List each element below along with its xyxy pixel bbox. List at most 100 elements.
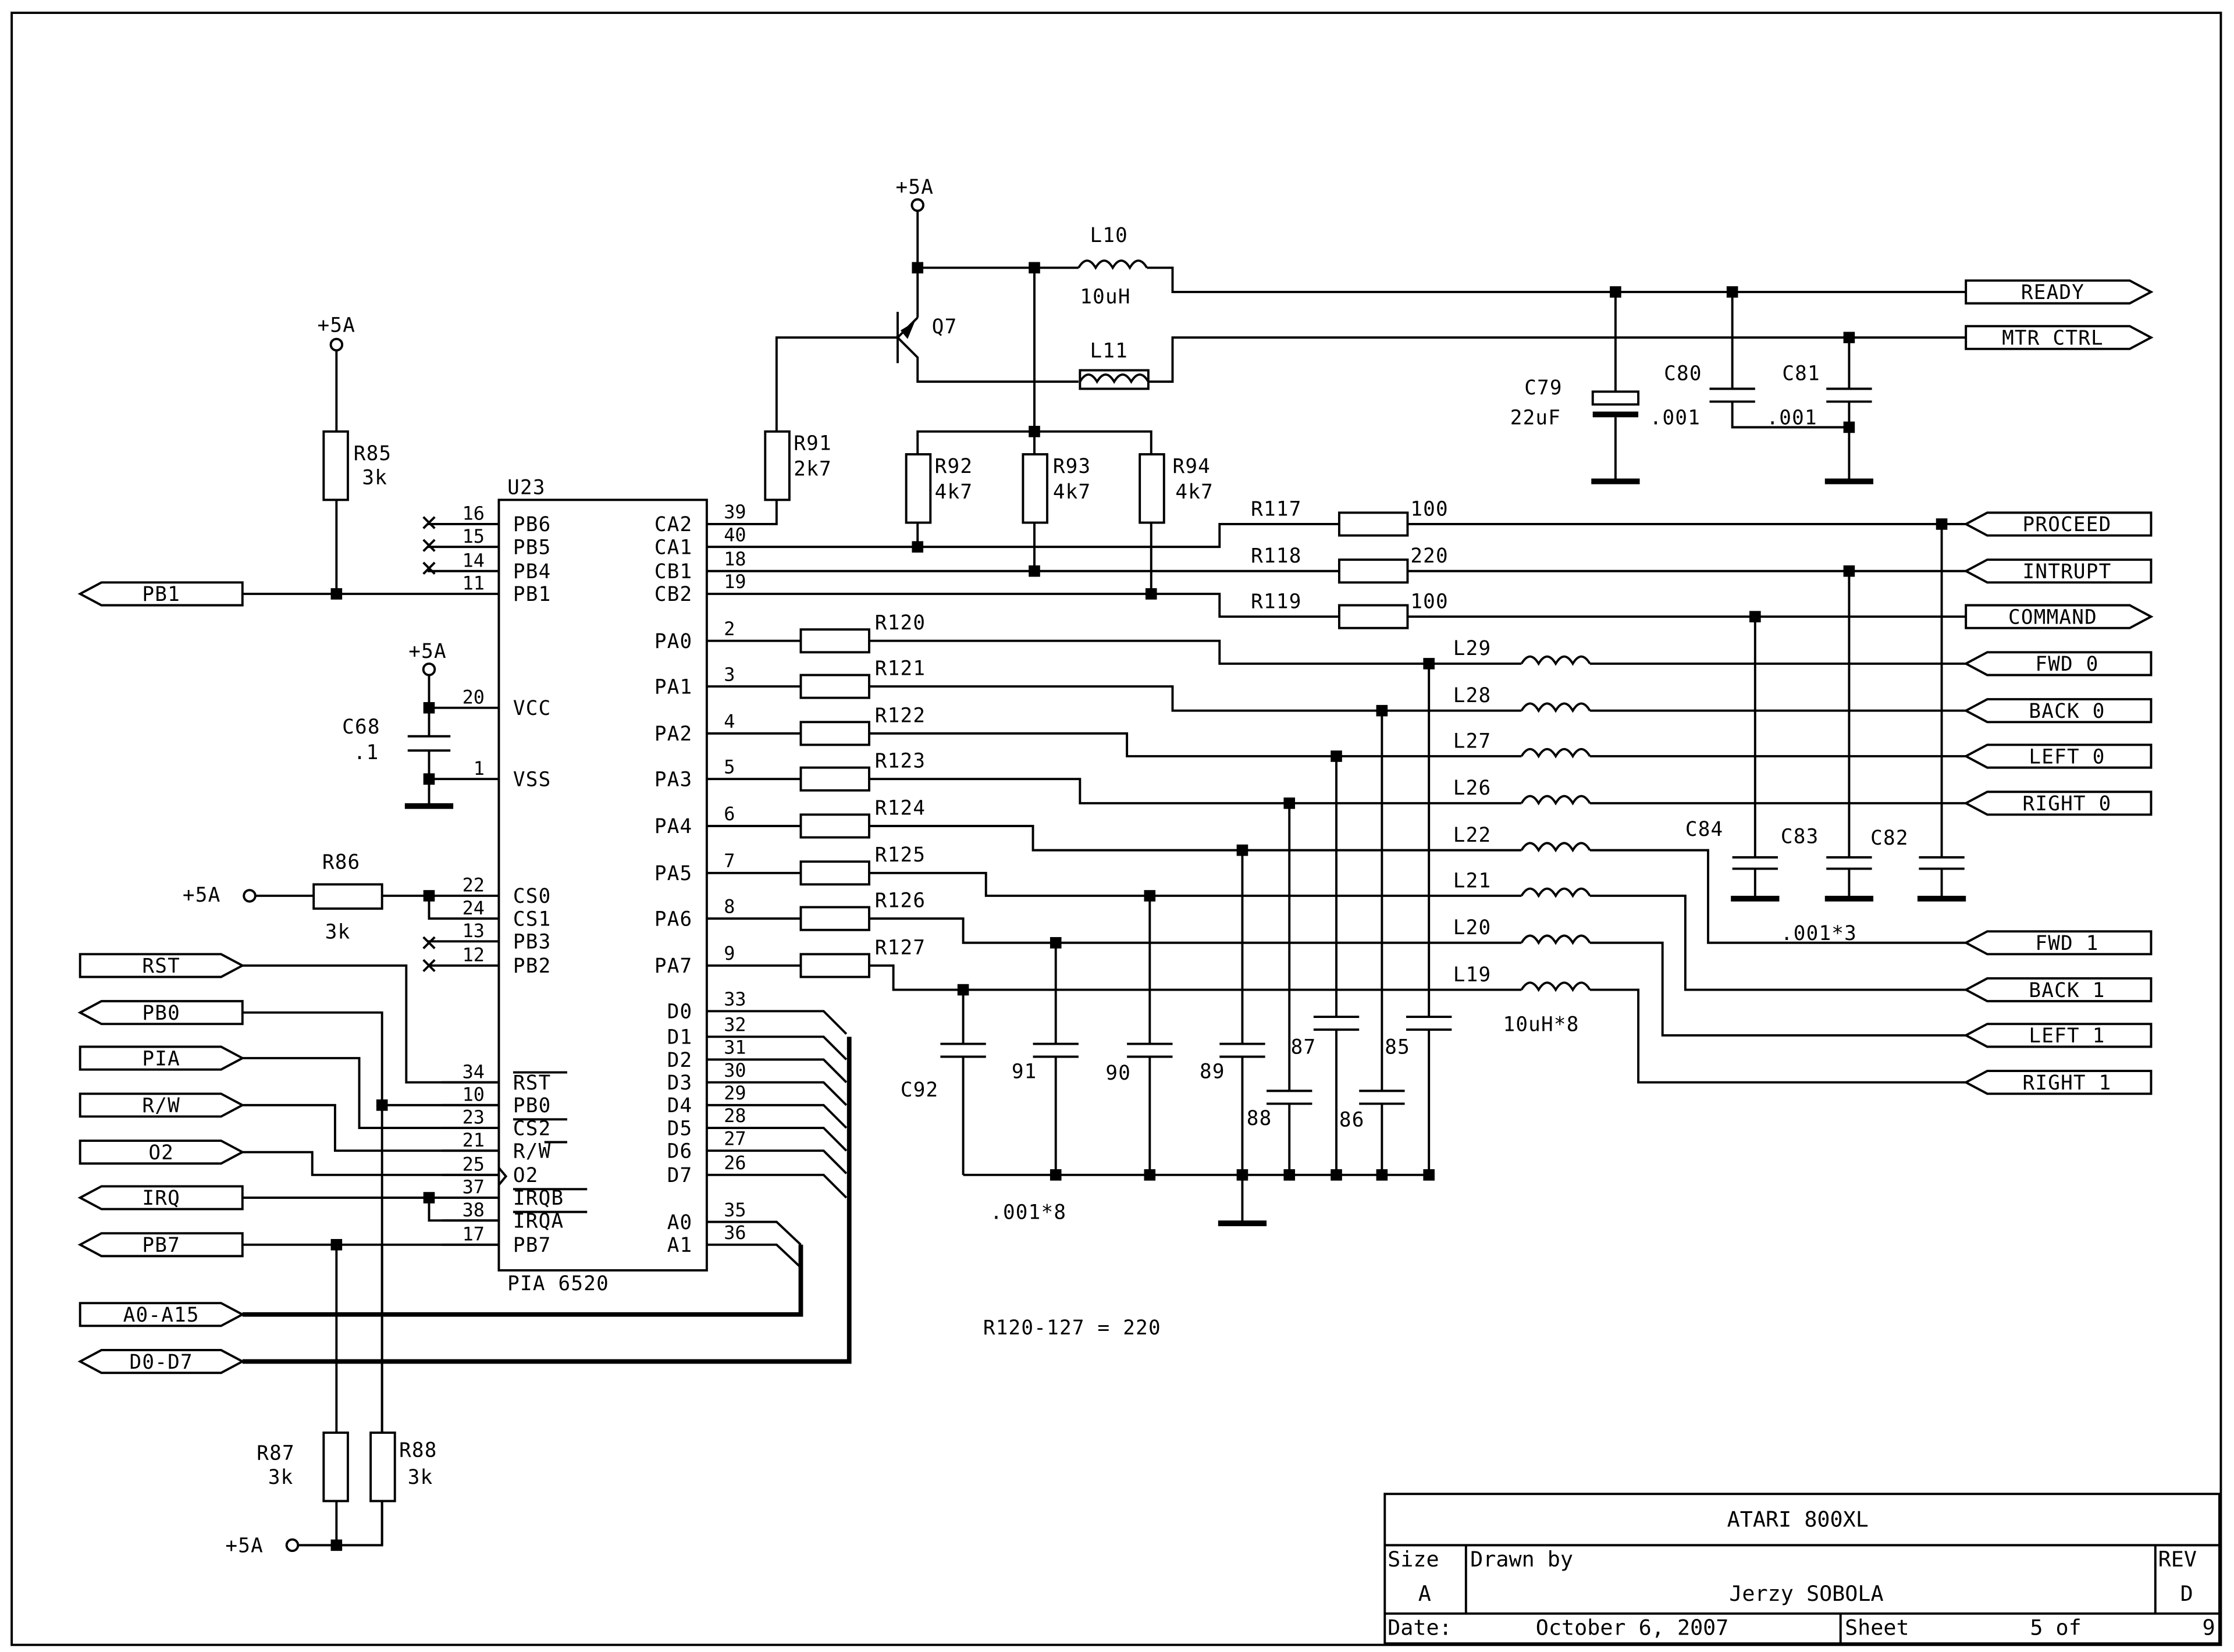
port-label: O2 — [148, 1141, 174, 1165]
port-label: R/W — [142, 1094, 180, 1117]
pin-name: PA5 — [654, 862, 693, 885]
left-wiring — [242, 964, 499, 1546]
drawn-by-value: Jerzy SOBOLA — [1729, 1581, 1883, 1606]
pa-filter-array: R120L29R121L28R122L27R123L26R124L22R125L… — [799, 611, 1966, 1226]
pin-number: 20 — [463, 686, 485, 708]
r88-value: 3k — [408, 1466, 433, 1489]
pin-name: PB4 — [513, 560, 552, 583]
control-line-caps: C84 C83 C82 .001*3 — [1685, 518, 1966, 945]
r117-value: 100 — [1410, 497, 1449, 521]
inductor-l27 — [1520, 747, 1591, 759]
rev-value: D — [2180, 1581, 2193, 1606]
pin-number: 31 — [724, 1037, 746, 1059]
resistor-r118 — [1337, 558, 1409, 584]
pin-number: 1 — [474, 757, 485, 779]
r85-network: +5A R85 3k — [242, 314, 499, 600]
capacitor-ref: 86 — [1339, 1109, 1365, 1132]
sheet-border — [10, 12, 2222, 1646]
port-fwd-1 — [1963, 930, 2153, 956]
port-a0-a15 — [79, 1302, 245, 1327]
pin-name: D3 — [667, 1071, 693, 1095]
pin-number: 27 — [724, 1127, 746, 1149]
pin-number: 34 — [463, 1060, 485, 1083]
inductors-8-value: 10uH*8 — [1503, 1013, 1579, 1037]
port-label: RIGHT 1 — [2023, 1071, 2112, 1095]
port-label: BACK 1 — [2029, 979, 2105, 1002]
port-label: FWD 0 — [2035, 653, 2098, 676]
port-left-0 — [1963, 743, 2153, 769]
pin-number: 29 — [724, 1082, 746, 1104]
pin-name: CB1 — [654, 560, 693, 583]
pin-name: PA4 — [654, 815, 693, 838]
pin-name: PB5 — [513, 536, 552, 559]
pin-name: CS1 — [513, 907, 552, 931]
r119-ref: R119 — [1251, 590, 1301, 613]
port-label: IRQ — [142, 1187, 180, 1210]
pin-number: 30 — [724, 1059, 746, 1081]
chip-part: PIA 6520 — [507, 1272, 609, 1295]
inductor-l21 — [1520, 887, 1591, 898]
c82-ref: C82 — [1870, 827, 1909, 850]
resistor-r117 — [1337, 511, 1409, 537]
rev-label: REV — [2158, 1547, 2197, 1572]
r87-ref: R87 — [257, 1441, 295, 1465]
capacitor-ref: C92 — [901, 1078, 939, 1102]
sheet-total: 9 — [2203, 1615, 2215, 1640]
inductor-l22 — [1520, 842, 1591, 853]
pin-number: 33 — [724, 988, 746, 1010]
no-connect-marks — [422, 516, 436, 973]
resistor-ref: R125 — [875, 843, 926, 867]
resistor-r120 — [799, 628, 870, 654]
resistor-r125 — [799, 860, 870, 886]
port-ready — [1965, 279, 2154, 305]
resistor-r126 — [799, 906, 870, 931]
port-label: PROCEED — [2023, 513, 2112, 536]
inductor-l20 — [1520, 934, 1591, 945]
size-label: Size — [1388, 1547, 1439, 1572]
pin-name: CB2 — [654, 583, 693, 606]
pin-name: D6 — [667, 1140, 693, 1163]
c80-value: .001 — [1650, 407, 1701, 430]
r85-value: 3k — [362, 466, 387, 489]
capacitor-ref: 89 — [1200, 1060, 1225, 1083]
r91-ref: R91 — [794, 432, 832, 455]
inductor-ref: L19 — [1453, 963, 1492, 987]
resistor-r123 — [799, 766, 870, 792]
r117-ref: R117 — [1251, 497, 1301, 521]
pin-number: 3 — [724, 663, 735, 685]
r93-ref: R93 — [1053, 455, 1091, 478]
pin-number: 18 — [724, 548, 746, 570]
port-label: RIGHT 0 — [2023, 792, 2112, 816]
pin-name: PA1 — [654, 675, 693, 699]
pin-name: D5 — [667, 1117, 693, 1140]
pin-name: PB6 — [513, 513, 552, 536]
c81-value: .001 — [1766, 407, 1817, 430]
pin-number: 11 — [463, 572, 485, 594]
capacitor-ref: 90 — [1105, 1062, 1131, 1085]
title-text: ATARI 800XL — [1727, 1507, 1869, 1532]
inductor-l10 — [1077, 259, 1148, 270]
pin-number: 15 — [463, 525, 485, 547]
pin-name: D7 — [667, 1164, 693, 1187]
resistor-r124 — [799, 813, 870, 839]
c84-ref: C84 — [1685, 818, 1724, 841]
pin-number: 40 — [724, 524, 746, 546]
capacitor-ref: 88 — [1247, 1107, 1272, 1130]
port-label: BACK 0 — [2029, 700, 2105, 723]
power-label: +5A — [225, 1534, 264, 1558]
resistor-ref: R123 — [875, 750, 926, 773]
inductor-l19 — [1520, 981, 1591, 992]
pin-name: VSS — [513, 768, 552, 791]
resistor-r121 — [799, 674, 870, 699]
pin-number: 23 — [463, 1106, 485, 1128]
pin-name: PA7 — [654, 955, 693, 978]
inductor-l11 — [1079, 373, 1150, 384]
title-block: ATARI 800XL Size A Drawn by Jerzy SOBOLA… — [1383, 1493, 2221, 1645]
pin-name: CS2 — [513, 1117, 552, 1140]
port-back-1 — [1963, 977, 2153, 1003]
pin-number: 17 — [463, 1223, 485, 1245]
